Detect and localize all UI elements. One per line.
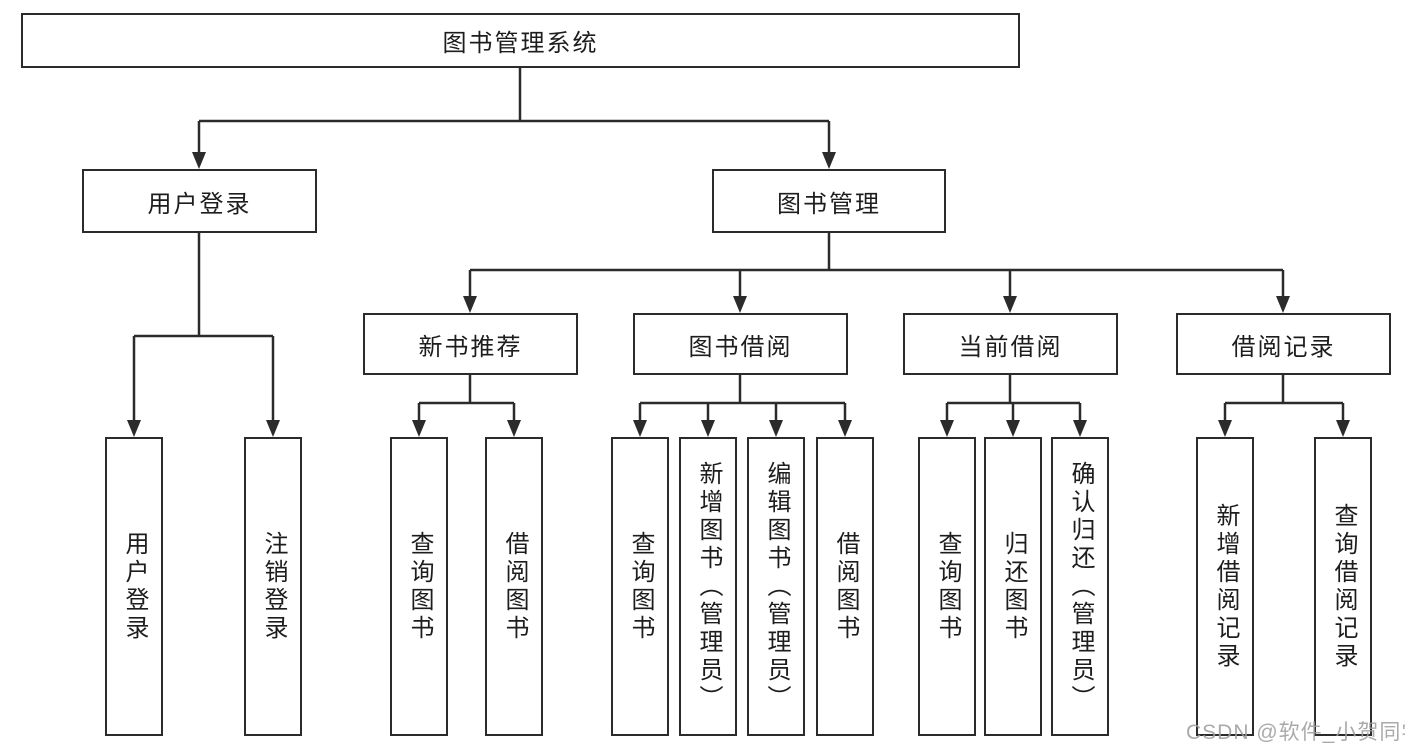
node-label: 新增借阅记录 — [1212, 502, 1239, 671]
node-label: 确认归还（管理员） — [1067, 460, 1094, 713]
leaf-user-login: 用户登录 — [105, 437, 163, 736]
node-current-borrow: 当前借阅 — [903, 313, 1118, 375]
node-label: 查询图书 — [406, 530, 433, 643]
leaf-query-books-recommend: 查询图书 — [390, 437, 448, 736]
leaf-return-books: 归还图书 — [984, 437, 1042, 736]
node-book-management: 图书管理 — [712, 169, 946, 233]
node-book-borrow: 图书借阅 — [633, 313, 848, 375]
node-root: 图书管理系统 — [21, 13, 1020, 68]
node-label: 注销登录 — [260, 530, 287, 643]
node-user-login: 用户登录 — [82, 169, 317, 233]
leaf-add-books-admin: 新增图书（管理员） — [679, 437, 737, 736]
node-label: 查询图书 — [934, 530, 961, 643]
leaf-query-books-borrow: 查询图书 — [611, 437, 669, 736]
leaf-edit-books-admin: 编辑图书（管理员） — [747, 437, 805, 736]
leaf-query-borrow-record: 查询借阅记录 — [1314, 437, 1372, 736]
node-label: 借阅图书 — [501, 530, 528, 643]
leaf-logout-login: 注销登录 — [244, 437, 302, 736]
node-label: 图书管理 — [777, 190, 881, 218]
leaf-borrow-books-recommend: 借阅图书 — [485, 437, 543, 736]
node-label: 用户登录 — [121, 530, 148, 643]
node-label: 查询借阅记录 — [1330, 502, 1357, 671]
node-label: 借阅图书 — [832, 530, 859, 643]
leaf-borrow-books: 借阅图书 — [816, 437, 874, 736]
node-label: 当前借阅 — [958, 333, 1063, 361]
node-label: 查询图书 — [627, 530, 654, 643]
leaf-query-books-current: 查询图书 — [918, 437, 976, 736]
node-label: 编辑图书（管理员） — [763, 460, 790, 713]
node-label: 图书借阅 — [688, 333, 793, 361]
node-label: 借阅记录 — [1231, 333, 1336, 361]
leaf-confirm-return-admin: 确认归还（管理员） — [1051, 437, 1109, 736]
node-new-book-recommend: 新书推荐 — [363, 313, 578, 375]
node-label: 新书推荐 — [418, 333, 523, 361]
node-borrow-records: 借阅记录 — [1176, 313, 1391, 375]
node-label: 归还图书 — [1000, 530, 1027, 643]
leaf-add-borrow-record: 新增借阅记录 — [1196, 437, 1254, 736]
watermark-text: CSDN @软件_小贺同学 — [1186, 721, 1405, 744]
node-label: 新增图书（管理员） — [695, 460, 722, 713]
node-label: 用户登录 — [147, 190, 252, 218]
node-label: 图书管理系统 — [442, 30, 599, 57]
